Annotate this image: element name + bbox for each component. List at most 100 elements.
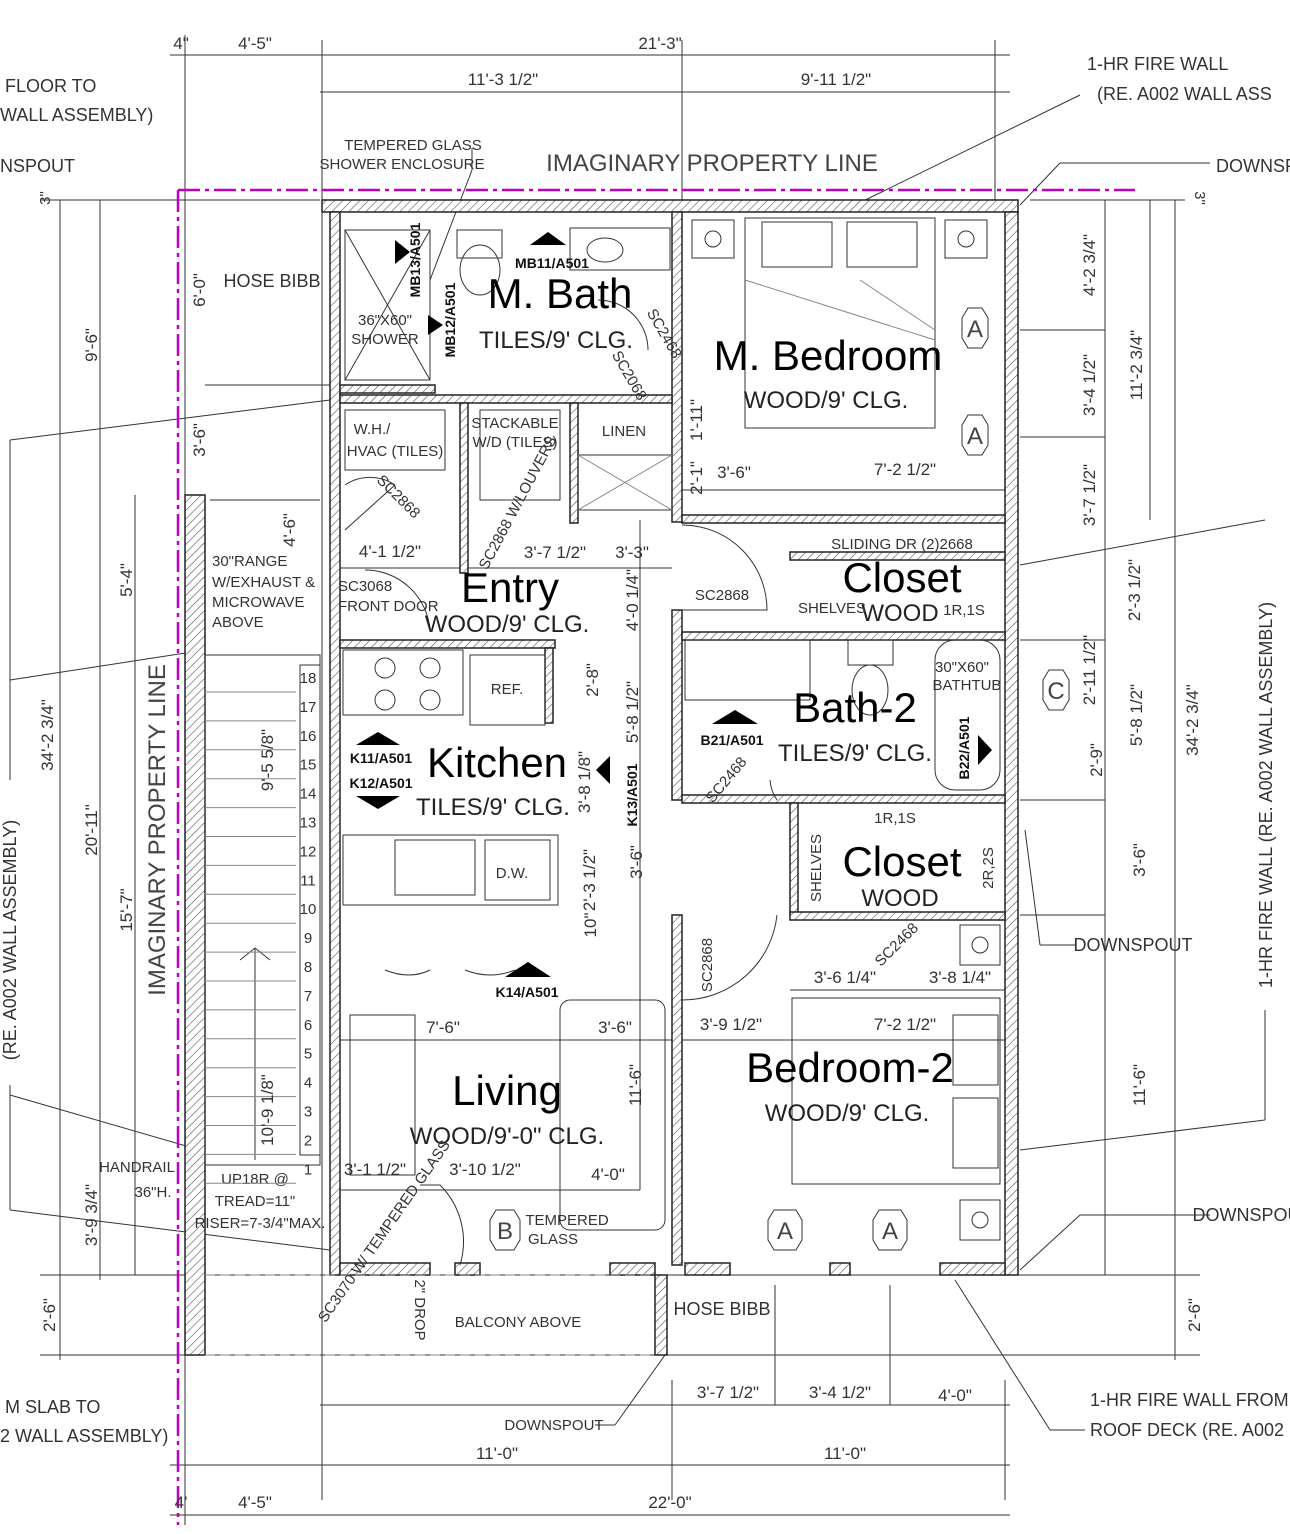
room-finish: TILES/9' CLG. [479, 327, 633, 354]
plan-label: 3" [1191, 191, 1208, 205]
plan-label: SC2868 [695, 587, 749, 604]
plan-label: 2'-3 1/2" [1125, 559, 1144, 621]
plan-label: 2'-6" [1185, 1298, 1204, 1332]
plan-label: M SLAB TO [5, 1397, 100, 1417]
plan-label: DOWNSPOUT [1216, 156, 1290, 176]
plan-label: 10'-9 1/8" [258, 1074, 277, 1146]
plan-label: 11'-3 1/2" [468, 70, 538, 89]
room-labels: M. Bath TILES/9' CLG. M. Bedroom WOOD/9'… [410, 270, 962, 1150]
room-finish: WOOD/9' CLG. [744, 387, 909, 414]
plan-label: 4'-0 1/4" [623, 569, 642, 631]
plan-label: UP18R @ [221, 1171, 289, 1188]
plan-label: 9'-11 1/2" [801, 70, 871, 89]
plan-label: K12/A501 [349, 775, 412, 791]
plan-label: HOSE BIBB [223, 271, 320, 291]
plan-label: 3'-8 1/4" [929, 968, 991, 987]
plan-label: BATHTUB [933, 677, 1002, 694]
plan-label: 4' [175, 1493, 188, 1512]
plan-label: TEMPERED [525, 1212, 609, 1229]
plan-label: SHELVES [798, 600, 866, 617]
plan-label: 1R,1S [874, 810, 916, 827]
plan-label: 2'-11 1/2" [1080, 635, 1099, 705]
plan-label: 11'-0" [476, 1444, 518, 1463]
plan-label: NSPOUT [0, 156, 75, 176]
plan-label: 3'-4 1/2" [809, 1383, 871, 1402]
stair-riser-number: 11 [300, 872, 316, 889]
plan-label: 4'-6" [280, 513, 299, 547]
plan-label: 2" DROP [411, 1279, 428, 1340]
plan-label: 1'-11" [687, 399, 706, 441]
room-finish: TILES/9' CLG. [778, 740, 932, 767]
plan-label: MICROWAVE [212, 594, 305, 611]
plan-label: 34'-2 3/4" [1183, 684, 1202, 756]
plan-label: DOWNSPOUT [1193, 1205, 1290, 1225]
plan-label: A [882, 1218, 898, 1245]
stair-riser-number: 8 [304, 959, 312, 976]
plan-label: 7'-6" [426, 1018, 460, 1037]
stair-riser-number: 16 [300, 728, 317, 745]
plan-label: 3'-7 1/2" [1080, 464, 1099, 526]
stair-riser-number: 6 [304, 1017, 312, 1034]
plan-label: MB13/A501 [407, 222, 423, 297]
plan-label: 11'-6" [626, 1064, 645, 1106]
plan-label: 2'-6" [40, 1298, 59, 1332]
plan-label: SHOWER [351, 331, 419, 348]
stair-riser-number: 17 [300, 699, 317, 716]
plan-label: GLASS [528, 1231, 578, 1248]
room-name-closet-2: Closet [842, 838, 961, 885]
window-type-markers: A A C B A A [489, 307, 1070, 1251]
plan-label: LINEN [602, 423, 646, 440]
room-finish: WOOD [861, 600, 938, 627]
stair-riser-number: 13 [300, 815, 317, 832]
plan-label: MB11/A501 [515, 255, 589, 271]
plan-label: 11'-0" [824, 1444, 866, 1463]
room-finish: WOOD/9' CLG. [765, 1100, 930, 1127]
plan-label: 2'-3 1/2" [580, 849, 599, 911]
plan-label: 30"RANGE [212, 553, 287, 570]
stair-riser-number: 2 [304, 1132, 312, 1149]
room-name-m-bedroom: M. Bedroom [714, 332, 943, 379]
plan-label: TEMPERED GLASS [344, 137, 482, 154]
plan-label: 6'-0" [190, 273, 209, 307]
plan-label: 3'-7 1/2" [524, 543, 586, 562]
plan-label: 3'-6" [627, 845, 646, 879]
plan-label: A [967, 423, 983, 450]
plan-label: HANDRAIL [99, 1159, 175, 1176]
plan-label: SLIDING DR (2)2668 [831, 536, 973, 553]
plan-label: 11'-6" [1130, 1064, 1149, 1106]
plan-label: 2R,2S [980, 847, 997, 889]
plan-label: 7'-2 1/2" [874, 460, 936, 479]
plan-label: SHELVES [808, 834, 825, 902]
plan-label: 4'-2 3/4" [1080, 234, 1099, 296]
plan-label: 2 WALL ASSEMBLY) [0, 1426, 168, 1446]
plan-label: 4'-5" [238, 34, 272, 53]
plan-label: SC2468 [872, 920, 922, 970]
plan-label: 3'-8 1/8" [575, 751, 594, 813]
window-type-c: C [1042, 669, 1070, 711]
window-type-a: A [872, 1209, 908, 1251]
plan-label: 3'-6" [1130, 843, 1149, 877]
window-type-b: B [489, 1209, 521, 1251]
window-type-a: A [767, 1209, 803, 1251]
section-markers [356, 232, 992, 977]
plan-label: B22/A501 [956, 716, 972, 779]
plan-label: 3'-6" [717, 463, 751, 482]
plan-label: W.H./ [354, 421, 391, 438]
plan-label: 30"X60" [935, 659, 989, 676]
plan-label: 2'-9" [1087, 743, 1106, 777]
plan-label: K13/A501 [624, 763, 640, 826]
plan-label: 3" [37, 191, 54, 205]
fixtures [204, 217, 1001, 1356]
plan-label: DOWNSPOUT [1074, 935, 1193, 955]
plan-label: SC2868 [699, 938, 716, 992]
plan-label: 5'-4" [117, 563, 136, 597]
plan-label: SC2868 [373, 472, 423, 522]
plan-label: 4'-1 1/2" [359, 542, 421, 561]
plan-label: HOSE BIBB [673, 1299, 770, 1319]
stair-riser-number: 18 [300, 670, 317, 687]
plan-label: MB12/A501 [442, 282, 458, 357]
stair-riser-number: 7 [304, 988, 312, 1005]
walls [184, 199, 1019, 1356]
plan-label: REF. [491, 681, 524, 698]
